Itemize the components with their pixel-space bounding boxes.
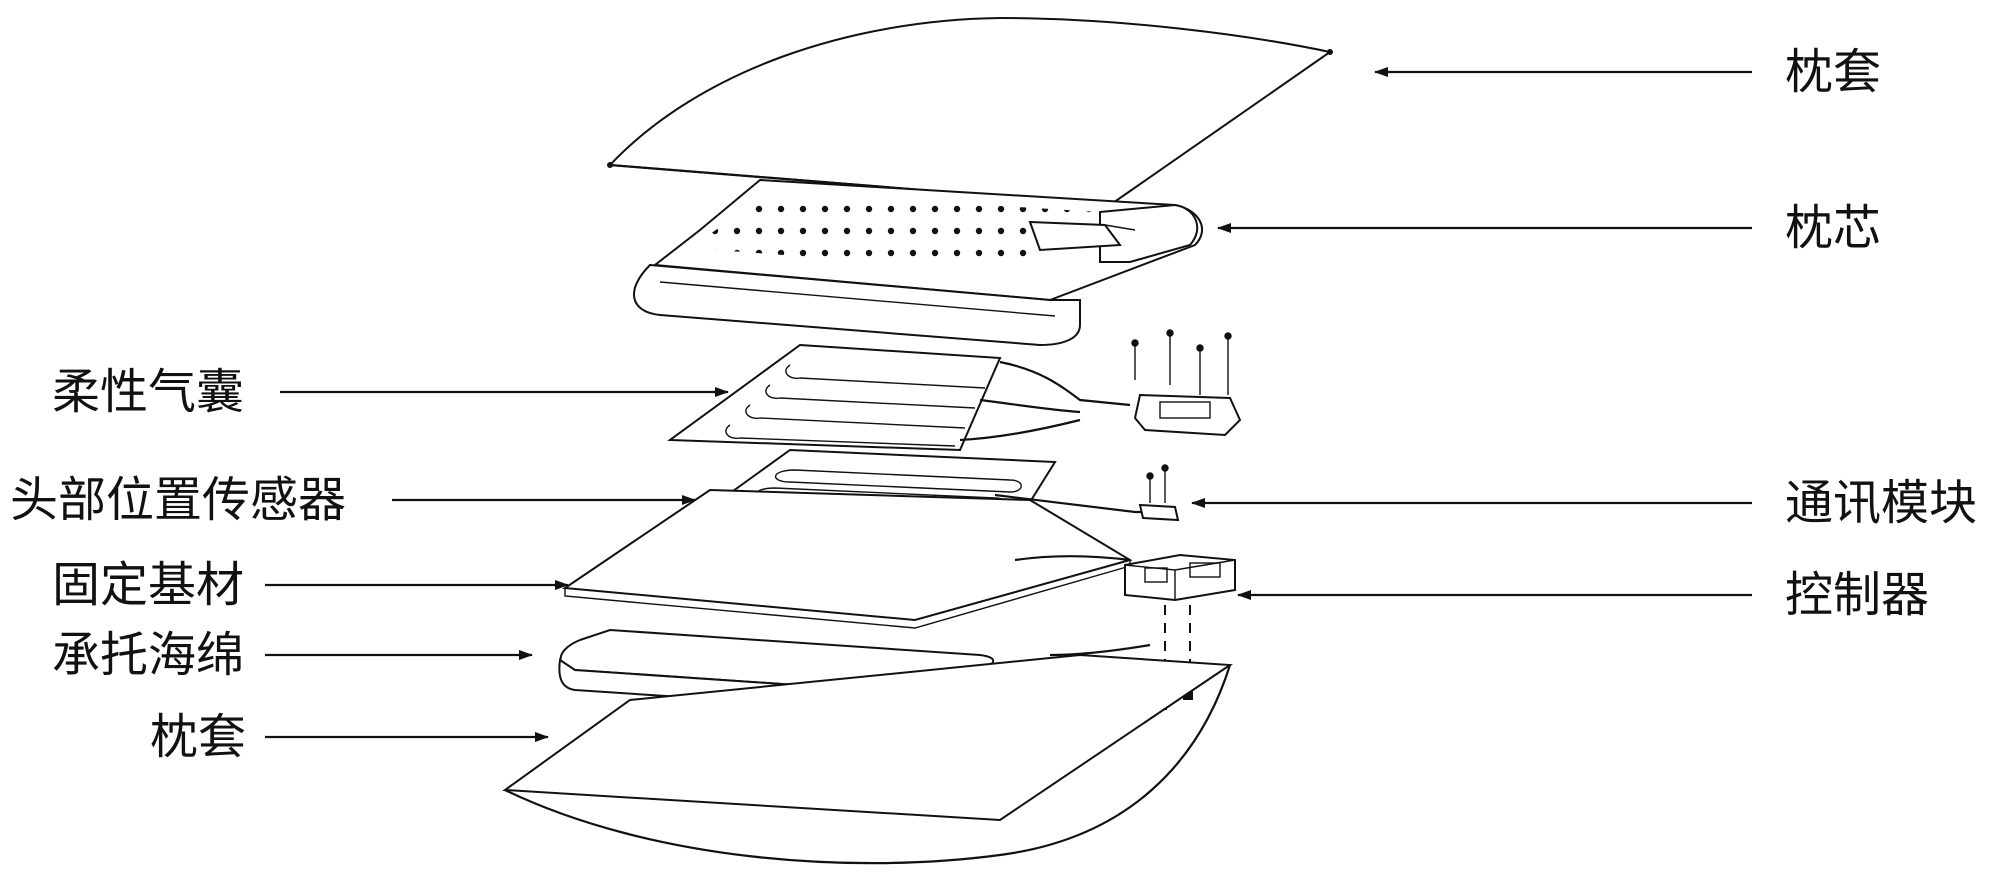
- label-support-sponge: 承托海绵: [52, 627, 244, 683]
- pillowcase-bottom-part: [502, 653, 1233, 865]
- label-flexible-airbag: 柔性气囊: [52, 364, 244, 420]
- label-fixed-substrate: 固定基材: [52, 557, 244, 613]
- labels: 枕套 枕芯 柔性气囊 头部位置传感器 通讯模块 固定基材 控制器 承托海绵 枕套: [10, 44, 1977, 765]
- label-controller: 控制器: [1785, 567, 1929, 623]
- leader-lines: [265, 67, 1752, 742]
- label-head-position-sensor: 头部位置传感器: [10, 472, 346, 528]
- pillowcase-top-part: [607, 16, 1333, 207]
- flexible-airbag-part: [667, 329, 1242, 452]
- label-pillowcase-top: 枕套: [1785, 44, 1881, 100]
- pillow-core-part: [633, 178, 1204, 347]
- controller-part: [1124, 553, 1236, 602]
- fixed-substrate-part: [562, 488, 1133, 629]
- comm-module-part: [1138, 464, 1180, 522]
- label-pillowcase-bottom: 枕套: [150, 709, 246, 765]
- label-pillow-core: 枕芯: [1785, 200, 1881, 256]
- label-comm-module: 通讯模块: [1785, 475, 1977, 531]
